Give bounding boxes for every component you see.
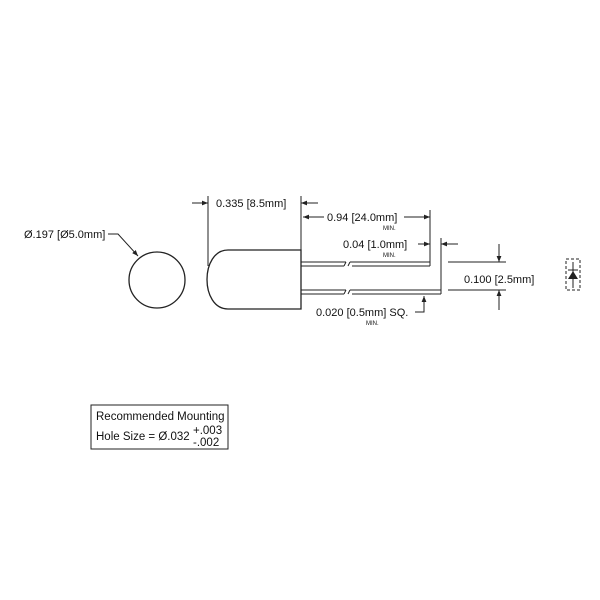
mounting-box <box>90 404 229 450</box>
lead-diff-min: MIN. <box>383 253 396 259</box>
lead-upper-break-2 <box>347 261 351 267</box>
lead-size-min: MIN. <box>366 321 379 327</box>
lead-size-label: 0.020 [0.5mm] SQ. <box>316 307 408 319</box>
hole-tol-minus: -.002 <box>193 437 219 449</box>
lead-lower-break-2 <box>347 289 351 295</box>
lead-lower-break-1 <box>343 289 347 295</box>
lead-size-leader <box>415 296 427 313</box>
hole-tol-plus: +.003 <box>193 425 222 437</box>
mounting-title: Recommended Mounting <box>96 411 225 423</box>
diameter-label: Ø.197 [Ø5.0mm] <box>24 229 105 241</box>
diameter-leader <box>108 233 139 257</box>
lead-length-label: 0.94 [24.0mm] <box>327 212 397 224</box>
lead-spacing-label: 0.100 [2.5mm] <box>464 274 534 286</box>
lead-upper-break-1 <box>343 261 347 267</box>
body-length-label: 0.335 [8.5mm] <box>216 198 286 210</box>
lead-length-min: MIN. <box>383 226 396 232</box>
led-body <box>206 249 302 310</box>
lead-diff-label: 0.04 [1.0mm] <box>343 239 407 251</box>
hole-size-label: Hole Size = Ø.032 <box>96 431 190 443</box>
led-top-view-circle <box>128 251 186 309</box>
diode-symbol-icon <box>565 258 581 291</box>
